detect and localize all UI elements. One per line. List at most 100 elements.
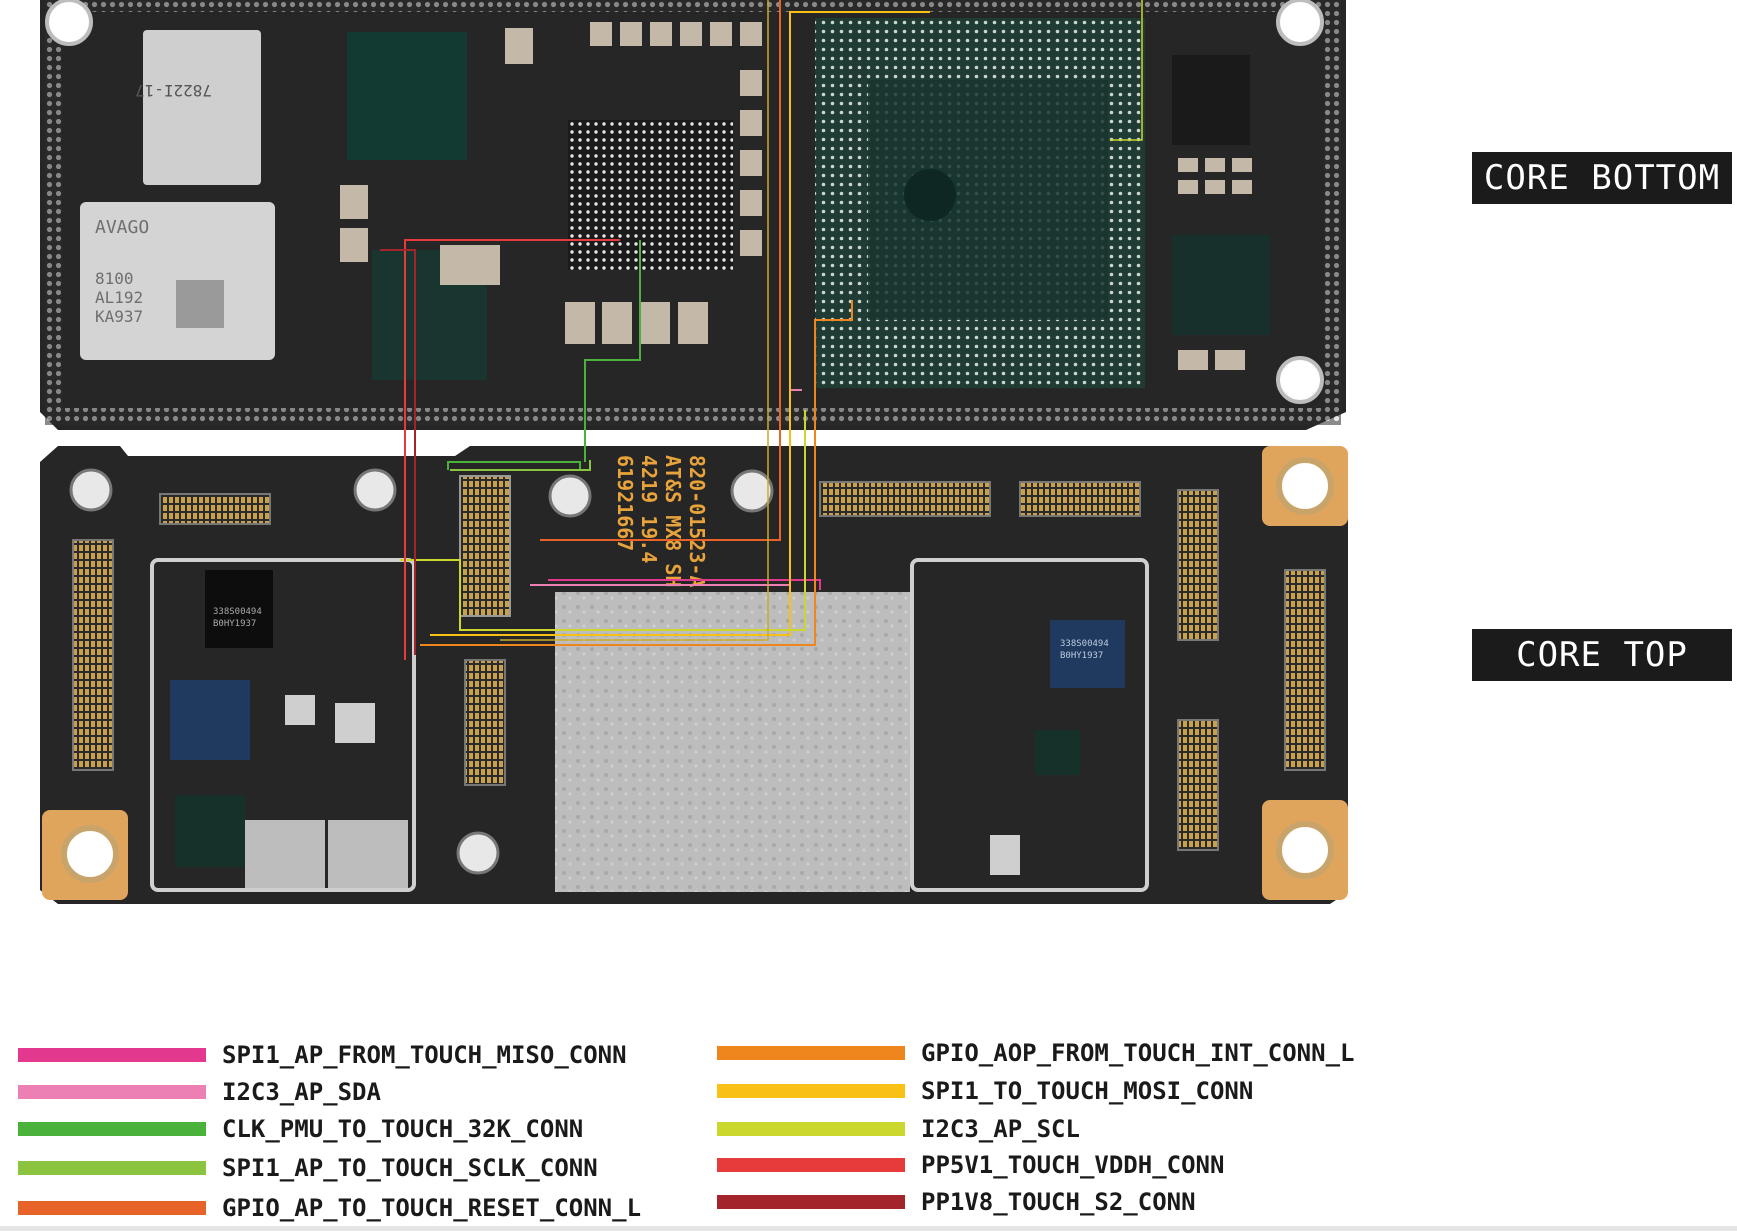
trace-s2 <box>380 249 416 655</box>
avago-module-chip: AVAGO 8100 AL192 KA937 <box>80 202 275 360</box>
pmic-marking: B0HY1937 <box>213 619 256 629</box>
legend-item: I2C3_AP_SDA <box>18 1074 381 1110</box>
board-marking-line: AT&S MX8 SH <box>661 455 685 587</box>
core-bottom-label: CORE BOTTOM <box>1472 152 1732 204</box>
legend-swatch <box>18 1122 206 1136</box>
passive-block <box>328 820 408 888</box>
legend-swatch <box>717 1158 905 1172</box>
core-top-label: CORE TOP <box>1472 629 1732 681</box>
passive-block <box>245 820 325 888</box>
ic-chip <box>347 32 467 160</box>
fpc-connector <box>1284 569 1326 771</box>
pmic-marking: 338S00494 <box>1060 639 1109 649</box>
core-bottom-text: CORE BOTTOM <box>1483 158 1721 198</box>
legend-swatch <box>717 1084 905 1098</box>
avago-line: AL192 <box>95 288 143 307</box>
mount-hole <box>1276 356 1324 404</box>
legend-item: PP5V1_TOUCH_VDDH_CONN <box>717 1147 1224 1183</box>
signal-traces <box>380 0 1143 660</box>
legend-label: SPI1_AP_TO_TOUCH_SCLK_CONN <box>222 1154 598 1182</box>
screw-boss <box>730 469 774 513</box>
chip-marking-line: 7822I-17 <box>135 81 212 100</box>
board-marking: 820-01523-A AT&S MX8 SH 4219 19.4 619216… <box>613 455 709 587</box>
legend-label: PP1V8_TOUCH_S2_CONN <box>921 1188 1196 1216</box>
legend-swatch <box>18 1085 206 1099</box>
avago-line: KA937 <box>95 307 143 326</box>
center-shield <box>555 592 910 892</box>
trace-vddh <box>404 239 620 660</box>
legend-item: CLK_PMU_TO_TOUCH_32K_CONN <box>18 1111 583 1147</box>
core-top-text: CORE TOP <box>1516 635 1688 675</box>
legend-swatch <box>18 1201 206 1215</box>
avago-brand: AVAGO <box>95 217 149 238</box>
trace-scl <box>400 410 806 631</box>
mount-hole <box>1276 821 1334 879</box>
bga-chip <box>568 120 733 270</box>
trace-mosi <box>430 11 930 636</box>
shield-frame <box>150 558 416 892</box>
trace-bus <box>500 0 769 641</box>
board-marking-line: 820-01523-A <box>685 455 709 587</box>
shield-frame <box>910 558 1149 892</box>
passive-block <box>285 695 315 725</box>
legend-item: PP1V8_TOUCH_S2_CONN <box>717 1184 1196 1220</box>
mount-hole <box>61 825 119 883</box>
trace-int <box>420 300 853 646</box>
screw-boss <box>353 468 397 512</box>
ic-chip <box>1035 730 1080 775</box>
legend-item: SPI1_TO_TOUCH_MOSI_CONN <box>717 1073 1253 1109</box>
screw-boss <box>548 474 592 518</box>
trace-reset <box>540 0 781 541</box>
ic-chip <box>1172 55 1250 145</box>
legend-label: SPI1_TO_TOUCH_MOSI_CONN <box>921 1077 1254 1105</box>
core-bottom-board: 7822I-17 AVAGO 8100 AL192 KA937 <box>40 0 1346 430</box>
board-marking-line: 4219 19.4 <box>637 455 661 563</box>
trace-bus <box>1110 0 1143 141</box>
passive-components <box>340 22 1252 370</box>
ic-chip <box>170 680 250 760</box>
pmic-chip: 338S00494 B0HY1937 <box>205 570 273 648</box>
legend-swatch <box>717 1046 905 1060</box>
mount-hole <box>1276 457 1334 515</box>
legend-label: CLK_PMU_TO_TOUCH_32K_CONN <box>222 1115 584 1143</box>
pmic-chip: 338S00494 B0HY1937 <box>1050 620 1125 688</box>
board-marking-line: 61921667 <box>613 455 637 551</box>
legend-label: PP5V1_TOUCH_VDDH_CONN <box>921 1151 1225 1179</box>
legend-swatch <box>717 1122 905 1136</box>
legend-swatch <box>18 1161 206 1175</box>
bottom-border <box>0 1226 1737 1231</box>
mount-hole <box>1276 0 1324 46</box>
fpc-connector <box>464 659 506 786</box>
fpc-connector <box>72 539 114 771</box>
screw-boss <box>69 468 113 512</box>
core-top-board: 338S00494 B0HY1937 338S00494 B0HY1937 82… <box>40 446 1348 904</box>
legend-label: GPIO_AP_TO_TOUCH_RESET_CONN_L <box>222 1194 642 1222</box>
fpc-connector <box>1177 719 1219 851</box>
fpc-connector <box>1019 481 1141 517</box>
fpc-connector <box>1177 489 1219 641</box>
fpc-connector <box>159 493 271 525</box>
legend-swatch <box>18 1048 206 1062</box>
mount-hole <box>45 0 93 46</box>
trace-clk-32k <box>447 461 581 470</box>
legend-item: GPIO_AP_TO_TOUCH_RESET_CONN_L <box>18 1190 641 1226</box>
legend-label: I2C3_AP_SDA <box>222 1078 381 1106</box>
ic-chip <box>1172 235 1270 335</box>
legend-label: SPI1_AP_FROM_TOUCH_MISO_CONN <box>222 1041 627 1069</box>
avago-line: 8100 <box>95 269 134 288</box>
screw-boss <box>456 831 500 875</box>
rf-module-chip: 7822I-17 <box>135 30 261 185</box>
touch-connector <box>459 475 511 617</box>
legend-label: GPIO_AOP_FROM_TOUCH_INT_CONN_L <box>921 1039 1355 1067</box>
fpc-connector <box>819 481 991 517</box>
legend-item: I2C3_AP_SCL <box>717 1111 1080 1147</box>
legend-item: SPI1_AP_FROM_TOUCH_MISO_CONN <box>18 1037 627 1073</box>
trace-clk-32k-up <box>584 240 641 462</box>
soc-chip <box>815 18 1145 388</box>
passive-block <box>335 703 375 743</box>
legend-swatch <box>717 1195 905 1209</box>
pmic-marking: 338S00494 <box>213 607 262 617</box>
legend-item: SPI1_AP_TO_TOUCH_SCLK_CONN <box>18 1150 598 1186</box>
passive-block <box>990 835 1020 875</box>
